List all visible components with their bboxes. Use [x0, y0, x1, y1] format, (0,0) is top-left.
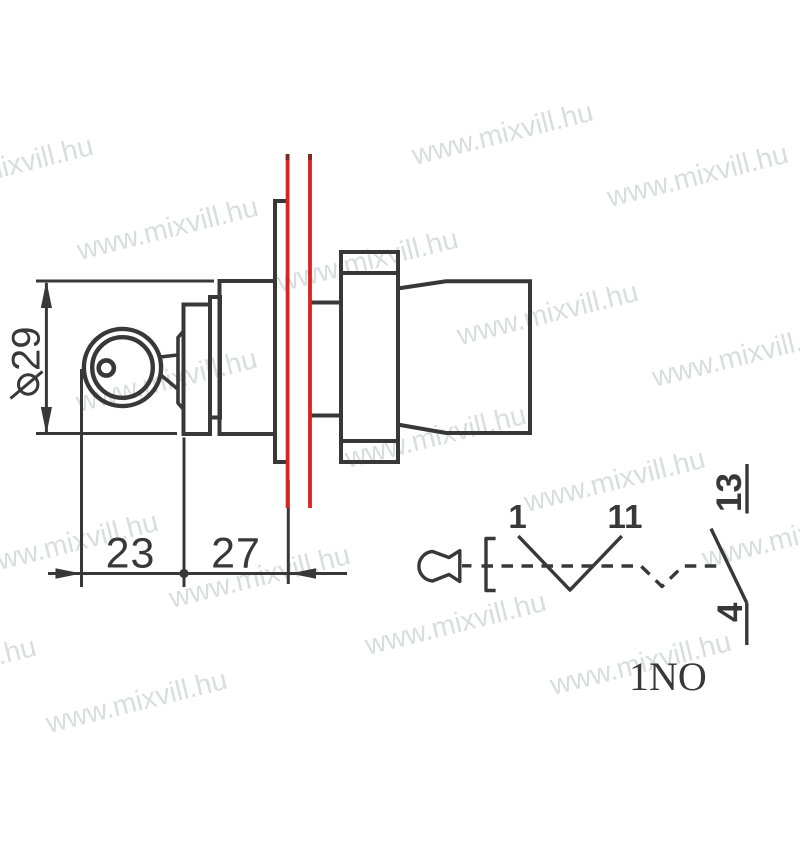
svg-text:4: 4 [711, 602, 750, 622]
svg-text:27: 27 [211, 530, 261, 578]
svg-text:29: 29 [5, 327, 49, 372]
svg-text:1: 1 [508, 498, 526, 535]
svg-text:13: 13 [710, 473, 749, 512]
svg-text:23: 23 [106, 530, 156, 578]
svg-text:1NO: 1NO [629, 654, 707, 699]
svg-text:11: 11 [608, 498, 643, 535]
